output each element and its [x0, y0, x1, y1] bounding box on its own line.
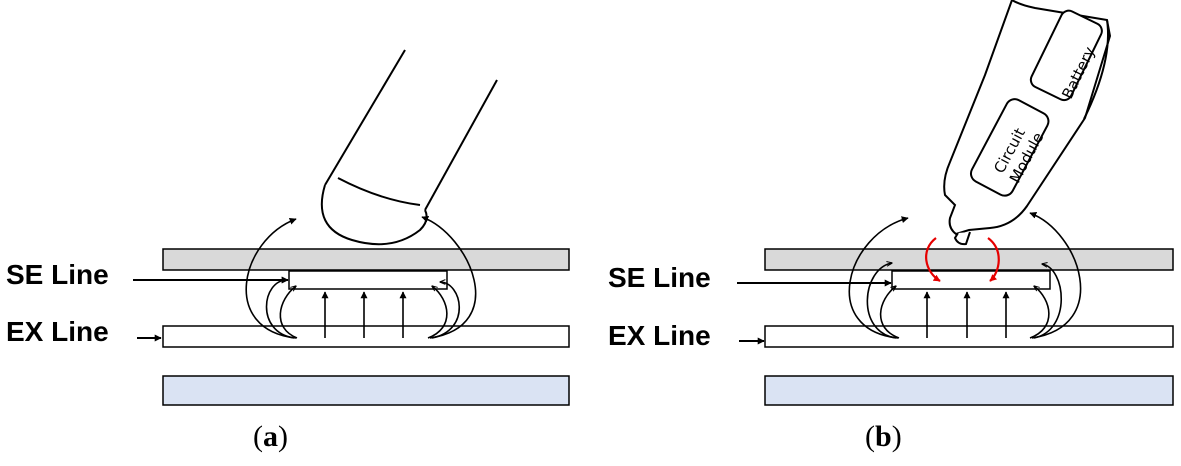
ex-line-label-a: EX Line [6, 316, 109, 347]
fringe-field-arrows-left-b [848, 216, 909, 339]
caption-letter-a: a [263, 420, 278, 453]
passive-stylus-a [320, 49, 498, 246]
fringe-field-arrows-left-a [245, 217, 297, 339]
circuit-module-compartment [969, 98, 1050, 197]
battery-compartment [1029, 9, 1103, 102]
caption-letter-b: b [875, 420, 892, 453]
bottom-layer-b [764, 375, 1174, 406]
ex-line-label-b: EX Line [608, 320, 711, 351]
pen-tip-field-lines-b [925, 237, 1000, 282]
panel-b: Battery Circuit Module [737, 0, 1174, 406]
bottom-layer-a [162, 375, 570, 406]
se-line-electrode-b [891, 270, 1051, 290]
cover-layer-a [162, 248, 570, 271]
panel-a [133, 49, 570, 406]
fringe-field-arrows-right-b [1029, 211, 1082, 339]
caption-b: (b) [865, 420, 902, 453]
cover-layer-b [764, 248, 1174, 271]
se-line-label-a: SE Line [6, 259, 109, 290]
se-line-electrode-a [288, 270, 448, 290]
ex-line-electrode-b [764, 325, 1174, 348]
vertical-field-arrows-b [923, 291, 1010, 338]
fringe-field-arrows-right-a [421, 215, 477, 339]
caption-a: (a) [253, 420, 288, 453]
ex-line-electrode-a [162, 325, 570, 348]
vertical-field-arrows-a [321, 291, 407, 338]
se-line-label-b: SE Line [608, 262, 711, 293]
